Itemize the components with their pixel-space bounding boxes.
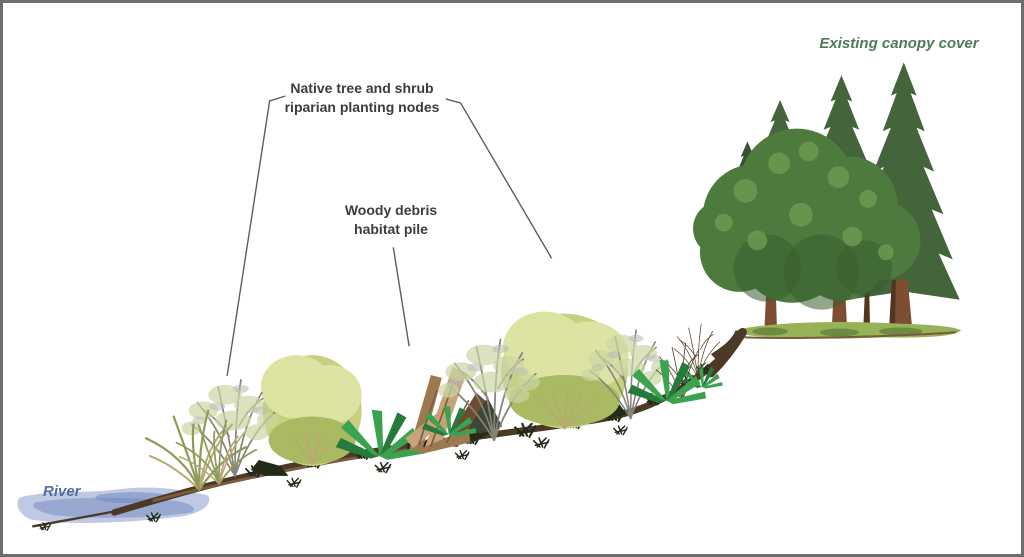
leader-line-planting-right <box>445 98 553 259</box>
planting-node-shrubs-2 <box>421 311 707 442</box>
leader-line-woody-debris <box>392 247 410 347</box>
woody-debris-label-line2: habitat pile <box>354 221 428 237</box>
planting-nodes-label-line2: riparian planting nodes <box>284 99 440 115</box>
planting-nodes-label: Native tree and shrub riparian planting … <box>285 79 440 117</box>
planting-node-shrubs-1 <box>144 355 425 491</box>
existing-canopy-label: Existing canopy cover <box>819 35 979 52</box>
woody-debris-label: Woody debris habitat pile <box>345 201 437 239</box>
illustration-canvas <box>17 62 962 531</box>
woody-debris-label-line1: Woody debris <box>344 202 438 218</box>
planting-nodes-label-line1: Native tree and shrub <box>290 80 434 96</box>
leader-line-planting-left <box>226 95 286 377</box>
leader-lines <box>226 95 553 377</box>
tree-ground-grass <box>737 321 962 339</box>
river-label: River <box>43 483 81 500</box>
existing-canopy-trees <box>693 62 962 339</box>
broadleaf-crowns <box>693 128 921 310</box>
bush-1 <box>260 355 362 466</box>
